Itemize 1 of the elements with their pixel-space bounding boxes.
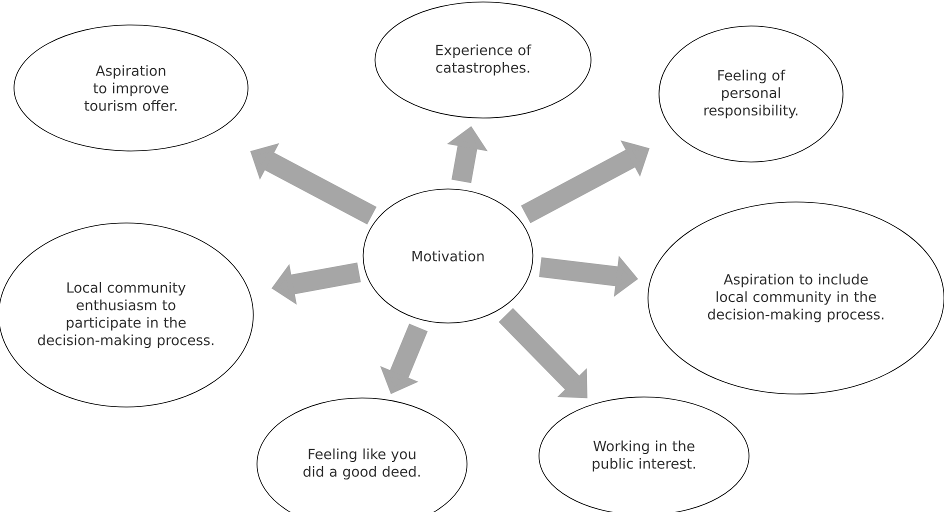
block-arrow <box>498 308 588 398</box>
